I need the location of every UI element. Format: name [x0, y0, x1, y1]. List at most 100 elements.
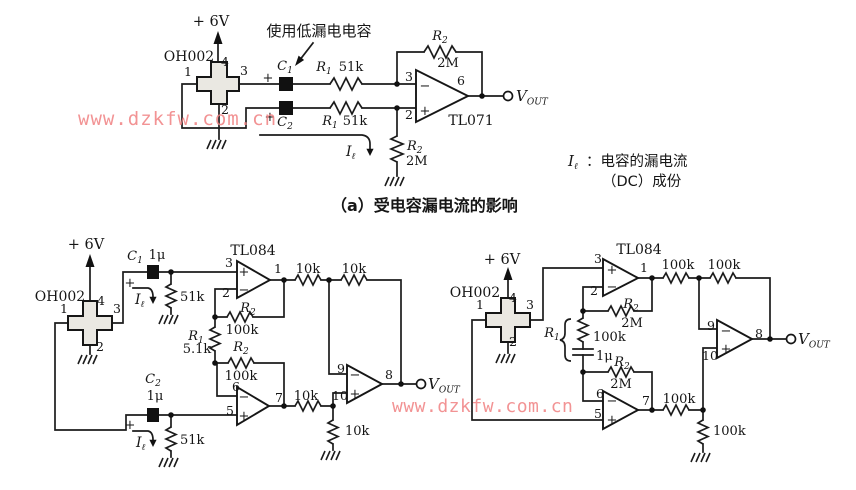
leak-current-path: [259, 134, 371, 151]
junction-dot: [326, 277, 332, 283]
supply-label: + 6V: [193, 14, 230, 30]
capacitor-c2: [279, 101, 293, 115]
ref-r2: R2: [239, 301, 256, 318]
opamp-minus: −: [239, 283, 250, 298]
value-100k: 100k: [593, 330, 626, 345]
opamp-pin: 6: [457, 73, 465, 88]
opamp-minus: −: [607, 280, 618, 295]
leak-arrowhead-icon: [366, 148, 374, 156]
leak-current-label: Iℓ: [135, 435, 146, 453]
sensor-label: OH002: [35, 289, 85, 305]
opamp-triangle: [602, 389, 640, 431]
ref-c1: C1: [277, 59, 293, 76]
vout-label: VOUT: [798, 330, 831, 351]
opamp-triangle: [716, 318, 754, 360]
junction-dot: [649, 275, 655, 281]
junction-dot: [649, 407, 655, 413]
value-1u: 1μ: [149, 248, 166, 263]
sensor-pin: 4: [509, 290, 517, 305]
junction-dot: [700, 407, 706, 413]
ground-icon: [384, 176, 405, 187]
resistor: [662, 403, 690, 417]
ref-r1: R1: [321, 114, 338, 131]
opamp-triangle: [236, 385, 271, 427]
opamp-plus: +: [239, 265, 250, 280]
supply-label: + 6V: [68, 237, 105, 253]
leak-arrowhead-icon: [149, 439, 157, 447]
output-terminal: [785, 333, 797, 345]
opamp-plus: +: [420, 104, 431, 119]
opamp-plus: +: [721, 342, 732, 357]
opamp-triangle: [415, 68, 471, 124]
sensor-pin: 1: [184, 64, 192, 79]
ground-icon: [495, 353, 516, 364]
resistor: [575, 317, 591, 343]
value-10k: 10k: [345, 424, 370, 439]
leak-note-symbol: Iℓ: [567, 152, 578, 172]
resistor: [329, 100, 363, 116]
value-51k: 51k: [180, 290, 205, 305]
sensor-pin: 4: [97, 293, 105, 308]
opamp-plus: +: [607, 263, 618, 278]
ground-icon: [320, 450, 341, 461]
resistor: [607, 304, 635, 318]
sensor-pin: 2: [221, 102, 229, 117]
value-51k: 51k: [339, 60, 364, 75]
resistor: [325, 419, 341, 445]
value-51k: 51k: [180, 433, 205, 448]
supply-label: + 6V: [484, 252, 521, 268]
leak-note-text: ：电容的漏电流: [586, 153, 688, 170]
brace: [559, 318, 572, 362]
opamp-pin: 3: [405, 69, 413, 84]
value-51k: 51k: [343, 114, 368, 129]
value-1u: 1μ: [596, 349, 613, 364]
resistor: [207, 326, 223, 352]
resistor: [709, 271, 737, 285]
opamp-plus: +: [350, 387, 361, 402]
ref-r2: R2: [406, 139, 423, 156]
junction-dot: [767, 336, 773, 342]
sensor-label: OH002: [164, 49, 214, 65]
junction-dot: [394, 81, 400, 87]
resistor: [388, 135, 406, 163]
leak-note-line2: （DC）成份: [602, 173, 682, 190]
junction-dot: [580, 369, 586, 375]
opamp-pin: 5: [226, 403, 234, 418]
circuit-a: + 6V OH002 1 4 3 2 + + C1 C2 R1 51k R1 5…: [164, 14, 688, 215]
value-2m: 2M: [406, 154, 428, 169]
ref-r2: R2: [232, 340, 249, 357]
supply-arrow-icon: [213, 31, 223, 44]
leak-hook: [132, 287, 154, 298]
opamp-pin: 7: [275, 390, 283, 405]
leak-current-label: Iℓ: [345, 144, 356, 162]
polarity-plus: +: [125, 418, 136, 433]
ref-r2: R2: [431, 29, 448, 46]
wires: [181, 43, 504, 177]
ground-icon: [690, 452, 711, 463]
junction-dot: [398, 381, 404, 387]
sensor-pin: 2: [96, 339, 104, 354]
vout-label: VOUT: [428, 375, 461, 396]
ref-r2: R2: [622, 297, 639, 314]
circuit-b: + 6V OH002 1 4 3 2 C1 1μ + 51k Iℓ TL084 …: [35, 237, 461, 468]
opamp-minus: −: [607, 394, 618, 409]
resistor: [329, 76, 363, 92]
watermark-top: www.dzkfw.com.cn: [78, 108, 277, 130]
junction-dot: [281, 277, 287, 283]
value-100k: 100k: [713, 424, 746, 439]
polarity-plus: +: [265, 110, 276, 125]
cap-note: 使用低漏电电容: [266, 22, 371, 40]
sensor-pin: 1: [476, 297, 484, 312]
polarity-plus: +: [263, 71, 274, 86]
opamp-pin: 2: [222, 285, 230, 300]
value-2m: 2M: [610, 377, 632, 392]
ground-icon: [158, 457, 179, 468]
sensor-pin: 1: [60, 301, 68, 316]
opamp-label: TL084: [616, 242, 661, 258]
opamp-minus: −: [350, 368, 361, 383]
opamp-pin: 7: [642, 393, 650, 408]
value-100k: 100k: [708, 258, 741, 273]
resistor: [226, 310, 254, 324]
resistor: [294, 273, 322, 287]
